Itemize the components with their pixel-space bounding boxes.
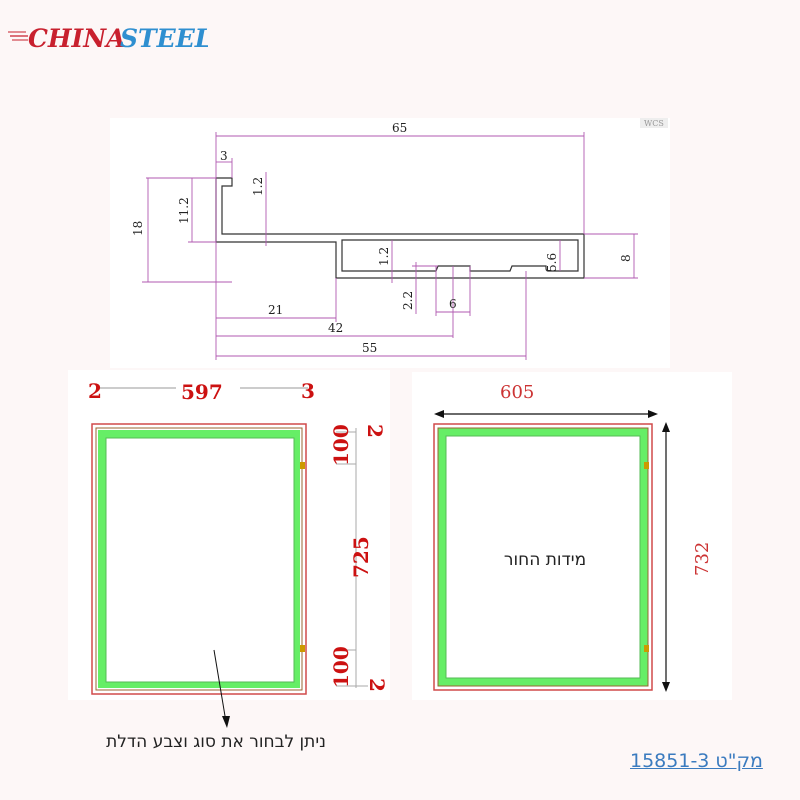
profile-cross-section-drawing: WCS [110, 118, 670, 368]
dim-groove-width: 6 [449, 297, 457, 311]
door-height: 725 [349, 536, 373, 578]
dim-offset-21: 21 [268, 303, 283, 317]
top-hinge-marker-icon [300, 462, 305, 469]
dim-overall-width: 65 [392, 121, 407, 135]
dim-offset-55: 55 [362, 341, 377, 355]
dim-groove-depth: 2.2 [401, 291, 415, 310]
china-steel-logo: CHINA STEEL [8, 18, 212, 54]
dim-offset-42: 42 [328, 321, 343, 335]
dim-lip-width: 3 [220, 149, 228, 163]
logo-word-steel: STEEL [120, 24, 208, 53]
aluminum-profile-outline [215, 177, 585, 279]
dim-total-height: 18 [131, 221, 145, 236]
dim-channel-height: 11.2 [177, 197, 191, 224]
opening-height: 732 [692, 542, 713, 576]
door-width: 597 [181, 380, 223, 404]
door-top-hinge-distance: 100 [329, 424, 353, 466]
door-outline [91, 423, 307, 695]
bottom-hinge-marker-icon [300, 645, 305, 652]
door-bottom-margin: 2 [365, 678, 389, 692]
door-right-margin: 3 [301, 379, 315, 403]
logo-word-china: CHINA [28, 24, 125, 53]
door-top-margin: 2 [363, 424, 387, 438]
door-bottom-hinge-distance: 100 [329, 646, 353, 688]
top-hinge-marker-icon [644, 462, 649, 469]
dim-wall-thickness: 1.2 [377, 247, 391, 266]
sku-link[interactable]: מק"ט 15851-3 [630, 750, 763, 772]
dim-lip-thickness: 1.2 [251, 177, 265, 196]
logo-speed-lines-icon: CHINA STEEL [8, 24, 212, 53]
dim-base-height: 8 [619, 254, 633, 262]
opening-dimensions-label: מידות החור [503, 550, 587, 570]
opening-width: 605 [500, 382, 534, 403]
opening-dimensions-drawing: 605 732 [412, 372, 732, 700]
door-left-margin: 2 [88, 379, 102, 403]
door-frame-drawing: 2 597 3 2 100 725 100 2 [68, 370, 390, 700]
door-customization-caption: ניתן לבחור את סוג וצבע הדלת [106, 732, 326, 752]
door-panel-area [105, 437, 295, 683]
opening-outline [433, 423, 653, 691]
wcs-watermark: WCS [644, 119, 664, 128]
bottom-hinge-marker-icon [644, 645, 649, 652]
dim-inner-height: 5.6 [545, 253, 559, 272]
